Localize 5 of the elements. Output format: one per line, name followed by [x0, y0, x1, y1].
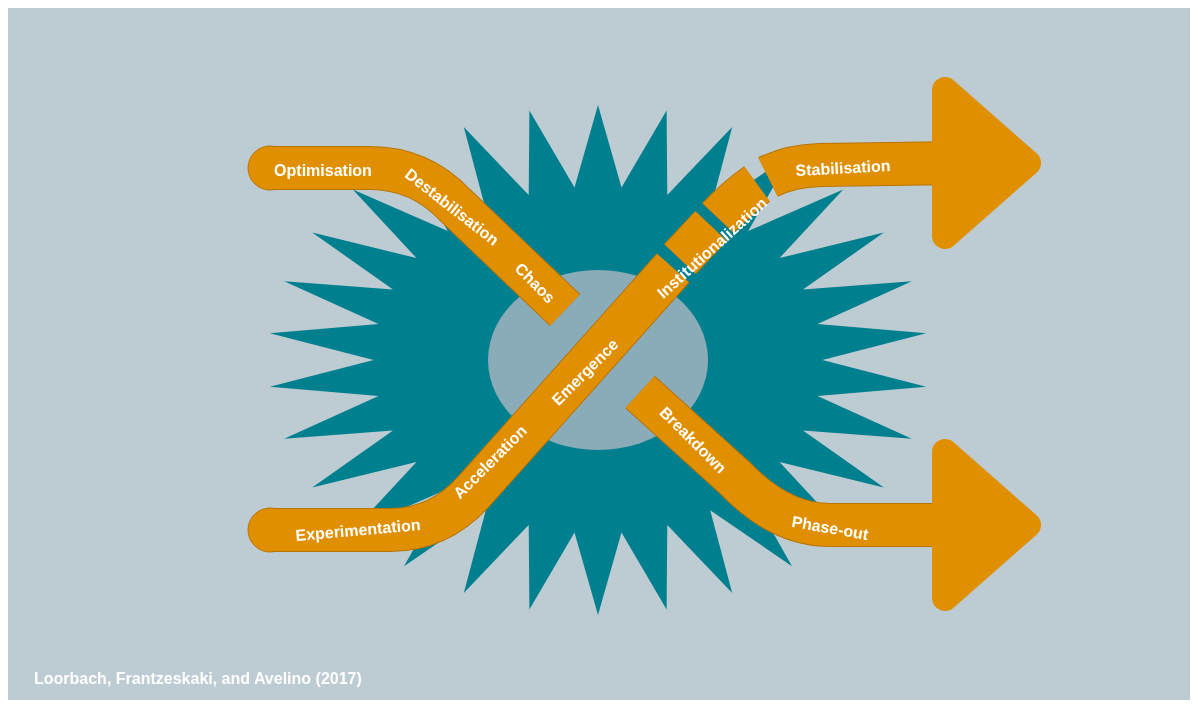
phase-label: Phase-out	[790, 512, 870, 544]
phase-label: Experimentation	[294, 516, 422, 544]
phase-label: Stabilisation	[795, 157, 891, 179]
phase-label: Optimisation	[274, 161, 372, 179]
source-caption: Loorbach, Frantzeskaki, and Avelino (2017)	[34, 670, 362, 688]
